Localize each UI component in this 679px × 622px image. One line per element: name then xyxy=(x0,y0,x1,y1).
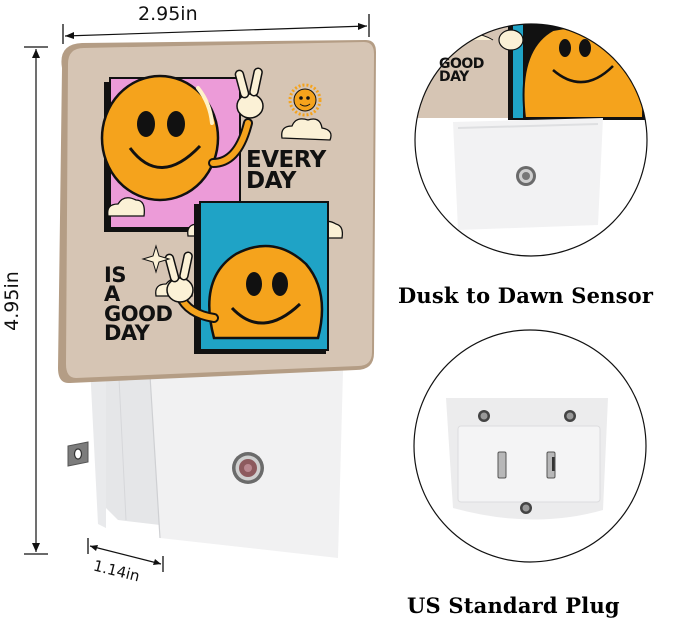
light-sensor-icon xyxy=(232,452,264,484)
peace-hand-icon xyxy=(234,67,264,119)
plug-closeup-illustration xyxy=(413,329,647,563)
plug-prong-icon xyxy=(497,451,556,479)
height-arrow-icon xyxy=(24,46,48,555)
sensor-caption: Dusk to Dawn Sensor xyxy=(398,283,654,308)
screw-icon xyxy=(478,410,576,514)
depth-arrow-icon xyxy=(87,538,164,572)
night-light-illustration xyxy=(58,40,376,558)
height-label: 4.95in xyxy=(1,271,23,331)
night-light-product: EVERY DAY IS A GOOD DAY xyxy=(48,38,378,558)
width-label: 2.95in xyxy=(138,3,198,25)
sparkle-icon xyxy=(141,244,171,274)
slogan-bottom: IS A GOOD DAY xyxy=(104,263,173,345)
sun-icon xyxy=(288,83,322,117)
closeup-slogan: GOOD DAY xyxy=(439,56,484,85)
sensor-closeup-illustration xyxy=(414,23,648,257)
height-dimension: 4.95in xyxy=(0,40,50,560)
light-sensor-icon xyxy=(516,166,536,186)
slogan-top: EVERY DAY xyxy=(246,147,326,195)
width-arrow-icon xyxy=(62,14,370,44)
sensor-callout: GOOD DAY Dusk to Dawn Sensor xyxy=(398,0,679,320)
depth-dimension: 1.14in xyxy=(85,536,175,596)
plug-callout: US Standard Plug xyxy=(407,320,679,622)
plug-prong-icon xyxy=(67,441,89,467)
peace-hand-icon xyxy=(164,251,194,303)
smiley-top-icon xyxy=(100,74,253,202)
width-dimension: 2.95in xyxy=(60,0,372,46)
plug-caption: US Standard Plug xyxy=(407,593,620,618)
